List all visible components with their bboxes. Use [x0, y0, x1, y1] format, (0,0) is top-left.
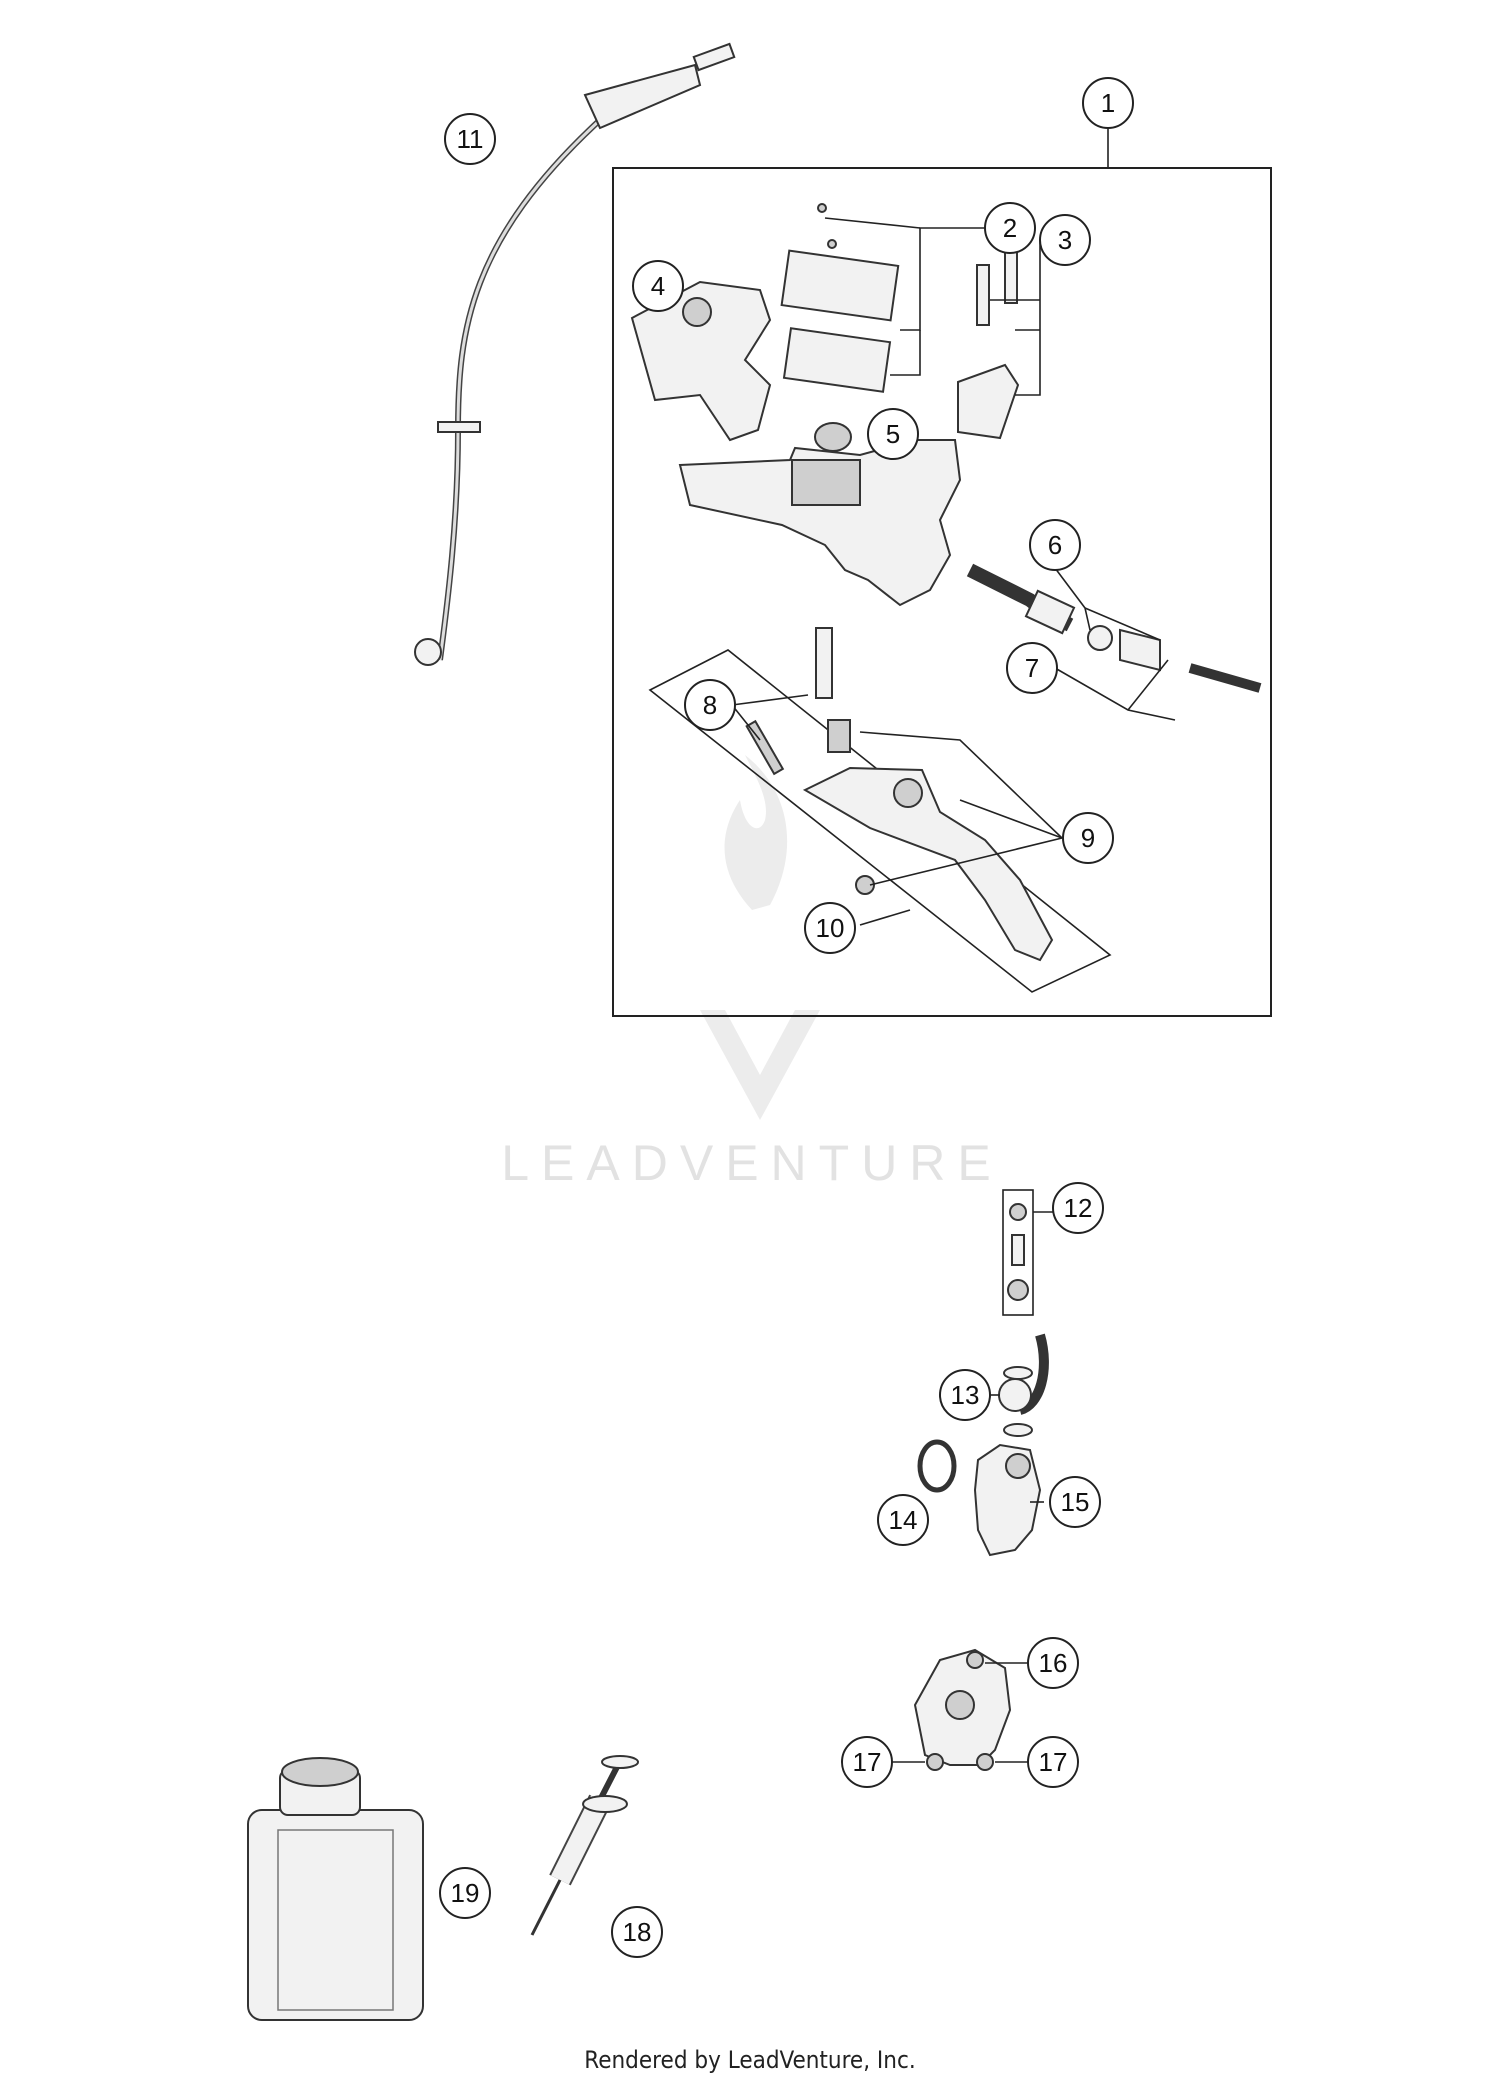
- handguard-cover: [630, 280, 772, 442]
- bleeder-screw-box: [1002, 1189, 1034, 1316]
- brake-lever: [802, 766, 1054, 962]
- o-ring: [917, 1439, 957, 1493]
- leadventure-logo-icon: [700, 755, 820, 1120]
- master-cylinder-body: [678, 439, 962, 607]
- callout-15: 15: [1049, 1476, 1101, 1528]
- lever-assembly-outline: [648, 649, 1112, 993]
- leader-lines: [731, 217, 1176, 1763]
- callout-label: 3: [1058, 225, 1072, 255]
- callout-9: 9: [1062, 812, 1114, 864]
- reservoir-cap: [780, 249, 900, 322]
- pivot-bolt: [815, 627, 833, 699]
- brake-hose: [414, 42, 736, 666]
- callout-6: 6: [1029, 519, 1081, 571]
- callout-3: 3: [1039, 214, 1091, 266]
- master-cylinder-kit-box: [612, 167, 1272, 1017]
- callout-label: 4: [651, 271, 665, 301]
- callout-label: 2: [1003, 213, 1017, 243]
- dust-boot: [1119, 628, 1161, 672]
- callout-label: 9: [1081, 823, 1095, 853]
- callout-label: 13: [951, 1380, 980, 1410]
- callout-18: 18: [611, 1906, 663, 1958]
- callout-4: 4: [632, 260, 684, 312]
- reservoir-float: [814, 422, 852, 452]
- grease-syringe: [530, 1755, 639, 1936]
- watermark-text: LEADVENTURE: [501, 1135, 1003, 1191]
- callout-label: 7: [1025, 653, 1039, 683]
- brake-fluid-bottle: [247, 1757, 424, 2021]
- callout-16: 16: [1027, 1637, 1079, 1689]
- callout-7: 7: [1006, 642, 1058, 694]
- callout-label: 18: [623, 1917, 652, 1947]
- callout-label: 17: [853, 1747, 882, 1777]
- callout-10: 10: [804, 902, 856, 954]
- reservoir-membrane: [782, 327, 892, 393]
- callout-19: 19: [439, 1867, 491, 1919]
- callout-17-left: 17: [841, 1736, 893, 1788]
- rendered-by-footer: Rendered by LeadVenture, Inc.: [584, 2046, 915, 2074]
- callout-label: 8: [703, 690, 717, 720]
- callout-label: 1: [1101, 88, 1115, 118]
- callout-2: 2: [984, 202, 1036, 254]
- callout-label: 10: [816, 913, 845, 943]
- callout-12: 12: [1052, 1182, 1104, 1234]
- callout-label: 16: [1039, 1648, 1068, 1678]
- callout-label: 14: [889, 1505, 918, 1535]
- callout-label: 11: [457, 124, 484, 154]
- callout-label: 6: [1048, 530, 1062, 560]
- callout-17-right: 17: [1027, 1736, 1079, 1788]
- callout-13: 13: [939, 1369, 991, 1421]
- callout-label: 15: [1061, 1487, 1090, 1517]
- callout-5: 5: [867, 408, 919, 460]
- callout-11: 11: [444, 113, 496, 165]
- callout-14: 14: [877, 1494, 929, 1546]
- handlebar-clamp: [957, 247, 1020, 440]
- callout-label: 12: [1064, 1193, 1093, 1223]
- push-rod: [1188, 663, 1262, 693]
- callout-8: 8: [684, 679, 736, 731]
- leadventure-watermark: LEADVENTURE: [501, 755, 1003, 1191]
- callout-label: 19: [451, 1878, 480, 1908]
- callout-1: 1: [1082, 77, 1134, 129]
- bushing: [827, 719, 851, 753]
- callout-label: 17: [1039, 1747, 1068, 1777]
- callout-label: 5: [886, 419, 900, 449]
